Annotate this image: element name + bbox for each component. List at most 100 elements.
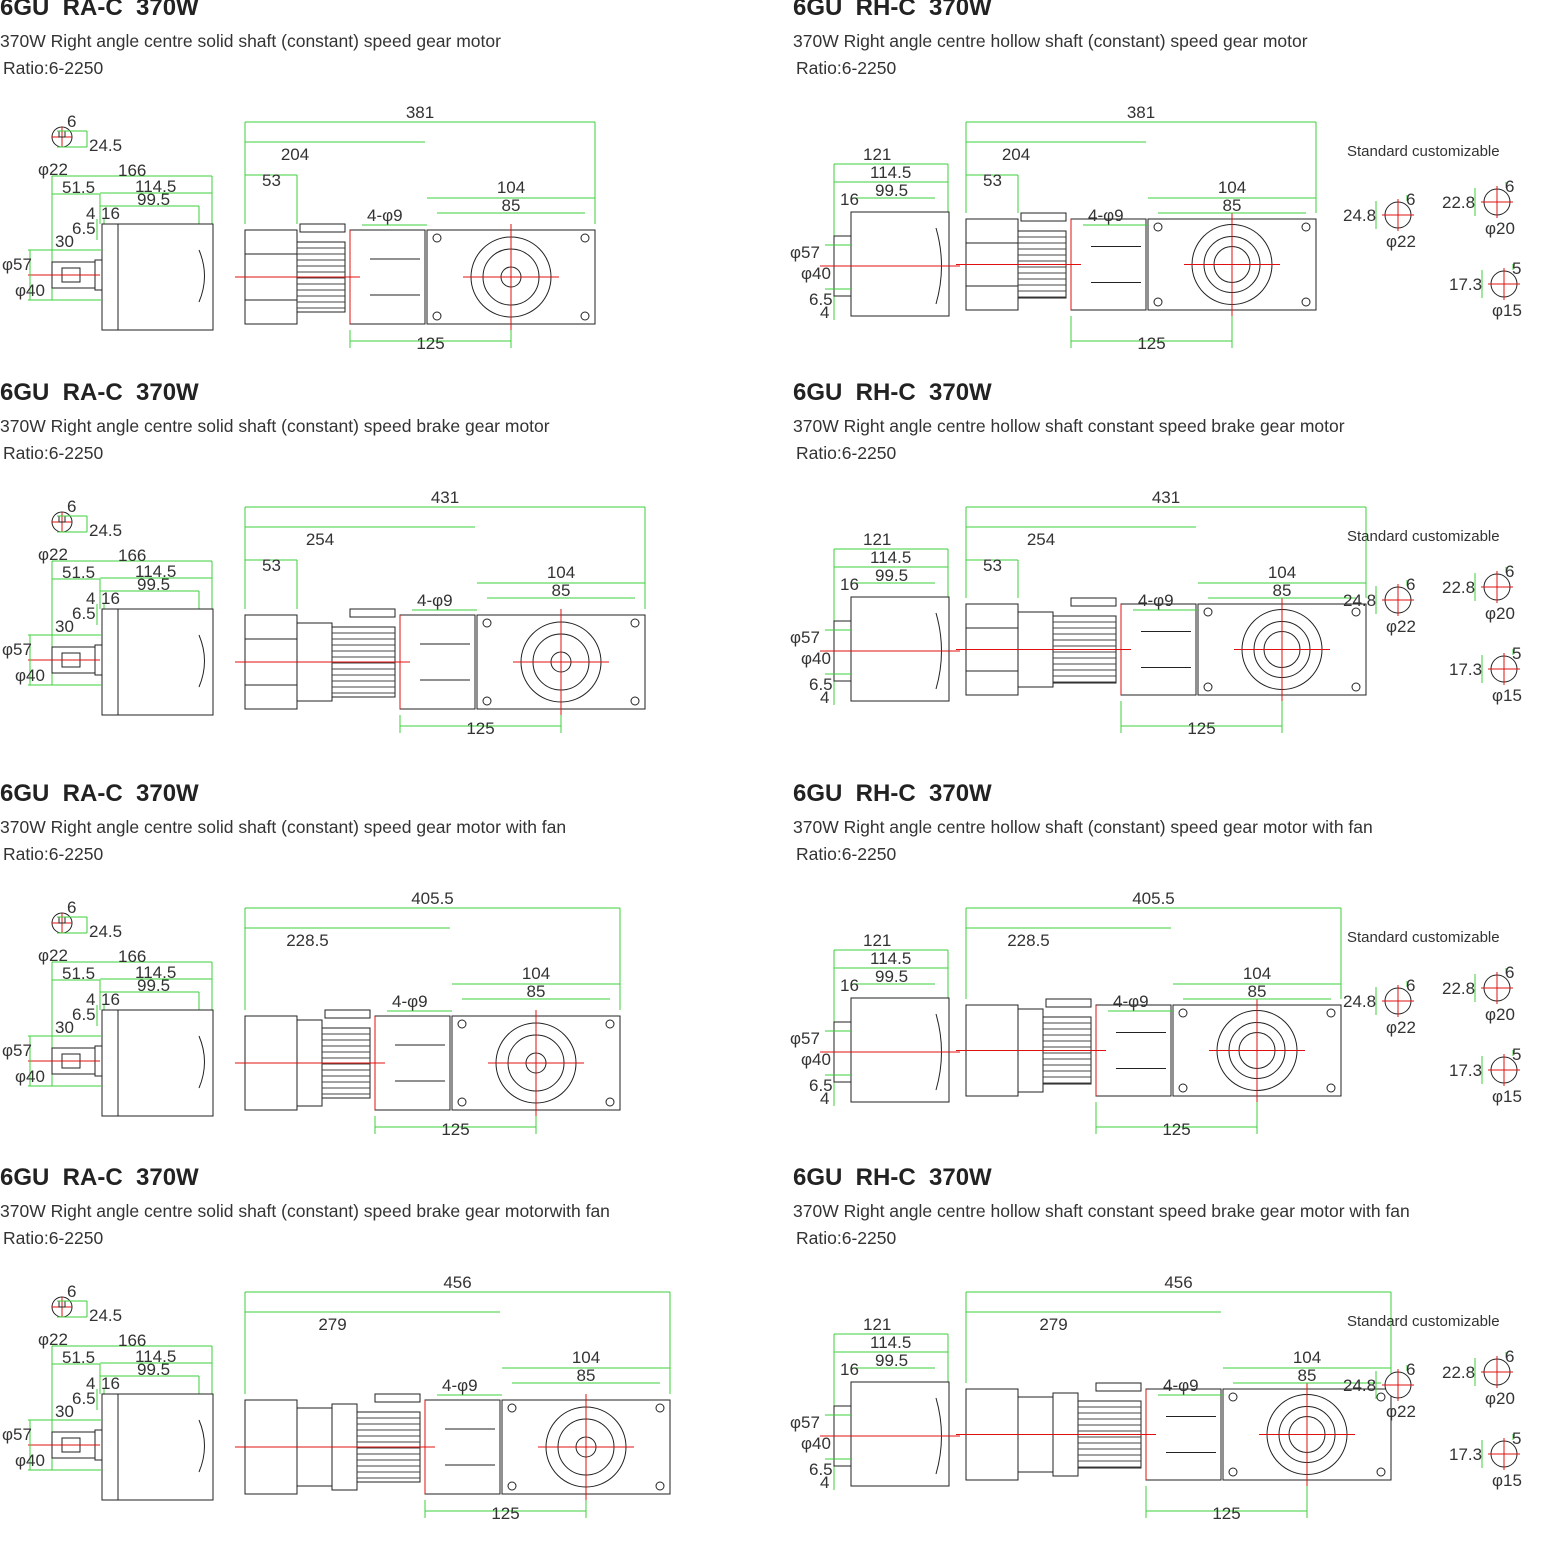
flange-curve [198, 634, 205, 688]
dimension-label: 6.5 [72, 1005, 96, 1024]
dimension-label: 4 [86, 589, 95, 608]
motor-length-label: 279 [318, 1315, 346, 1334]
dimension-label: 99.5 [875, 566, 908, 585]
shaft-diameter-label: φ22 [38, 160, 68, 179]
length-125-label: 125 [441, 1120, 469, 1139]
motor-length-label: 204 [1002, 145, 1030, 164]
standard-bore-diameter-label: φ22 [1386, 1018, 1416, 1037]
custom-bore-15-height-label: 17.3 [1449, 275, 1482, 294]
dimension-label: 51.5 [62, 563, 95, 582]
panel-description: 370W Right angle centre solid shaft (con… [0, 1201, 610, 1221]
custom-bore-20-key-label: 6 [1505, 177, 1514, 196]
mounting-hole [655, 1481, 665, 1491]
gearbox-side-body [850, 596, 950, 702]
panel-ratio: Ratio:6-2250 [3, 58, 104, 78]
custom-bore-15-diameter-label: φ15 [1492, 301, 1522, 320]
mounting-holes-label: 4-φ9 [392, 992, 428, 1011]
total-length-label: 405.5 [411, 889, 454, 908]
gearbox-side-body [850, 1381, 950, 1487]
mounting-hole [1203, 607, 1213, 617]
dimension-label: 114.5 [135, 177, 176, 196]
key-width-label: 6 [67, 112, 76, 131]
dimension-label: 99.5 [875, 181, 908, 200]
dimension-label: φ40 [15, 281, 45, 300]
standard-bore-height-label: 24.8 [1343, 992, 1376, 1011]
mounting-hole [457, 1019, 467, 1029]
dimension-label: 114.5 [870, 548, 911, 567]
panel-title: 6GU RA-C 370W [0, 0, 199, 21]
front-length-label: 53 [983, 556, 1002, 575]
terminal-box [1045, 998, 1092, 1008]
flange-curve [198, 1419, 205, 1473]
width-85-label: 85 [1298, 1366, 1317, 1385]
panel-title: 6GU RA-C 370W [0, 1164, 199, 1191]
mounting-hole [507, 1481, 517, 1491]
mounting-hole [1178, 1083, 1188, 1093]
dimension-label: 16 [840, 976, 859, 995]
options-heading: Standard customizable [1347, 528, 1500, 545]
panel-title: 6GU RH-C 370W [793, 0, 992, 21]
dimension-label: 166 [118, 161, 146, 180]
mounting-hole [1178, 1008, 1188, 1018]
mounting-hole [1376, 1467, 1386, 1477]
total-length-label: 456 [1164, 1273, 1192, 1292]
custom-bore-20-height-label: 22.8 [1442, 979, 1475, 998]
mounting-hole [580, 233, 590, 243]
length-125-label: 125 [466, 719, 494, 738]
gearbox-housing [399, 614, 476, 710]
custom-bore-20-key-label: 6 [1505, 963, 1514, 982]
total-length-label: 405.5 [1132, 889, 1175, 908]
total-length-label: 431 [1152, 488, 1180, 507]
shaft-diameter-label: φ22 [38, 545, 68, 564]
motor-length-label: 228.5 [286, 931, 329, 950]
dimension-label: φ57 [790, 243, 820, 262]
custom-bore-15-key-label: 5 [1512, 1429, 1521, 1448]
terminal-box [349, 608, 396, 618]
dimension-label: 30 [55, 232, 74, 251]
front-length-label: 53 [262, 171, 281, 190]
key-width-label: 6 [67, 898, 76, 917]
dimension-label: φ40 [801, 1434, 831, 1453]
dimension-label: φ57 [2, 255, 32, 274]
width-104-label: 104 [497, 178, 525, 197]
custom-bore-20-diameter-label: φ20 [1485, 1005, 1515, 1024]
dimension-label: 51.5 [62, 964, 95, 983]
dimension-label: 6.5 [72, 604, 96, 623]
dimension-label: φ57 [790, 1029, 820, 1048]
custom-bore-20-diameter-label: φ20 [1485, 604, 1515, 623]
custom-bore-15-height-label: 17.3 [1449, 1445, 1482, 1464]
panel-description: 370W Right angle centre solid shaft (con… [0, 817, 567, 837]
gearbox-housing [1120, 603, 1197, 696]
dimension-label: φ57 [2, 640, 32, 659]
shaft-diameter-label: φ22 [38, 946, 68, 965]
dimension-label: 114.5 [135, 562, 176, 581]
dimension-label: 6.5 [809, 290, 833, 309]
standard-bore-key-label: 6 [1406, 976, 1415, 995]
terminal-box [374, 1393, 421, 1403]
standard-bore-diameter-label: φ22 [1386, 232, 1416, 251]
panel-title: 6GU RH-C 370W [793, 780, 992, 807]
mounting-hole [580, 311, 590, 321]
length-125-label: 125 [416, 334, 444, 353]
standard-bore-height-label: 24.8 [1343, 591, 1376, 610]
panel-description: 370W Right angle centre hollow shaft con… [793, 416, 1345, 436]
dimension-label: 4 [820, 1089, 829, 1108]
width-104-label: 104 [1218, 178, 1246, 197]
custom-bore-20-height-label: 22.8 [1442, 193, 1475, 212]
gearbox-housing [1145, 1388, 1222, 1481]
custom-bore-15-key-label: 5 [1512, 259, 1521, 278]
panel-description: 370W Right angle centre solid shaft (con… [0, 416, 550, 436]
gearbox-housing [374, 1015, 451, 1111]
panel-ratio: Ratio:6-2250 [3, 1228, 104, 1248]
terminal-box [1020, 212, 1067, 222]
dimension-label: 16 [840, 575, 859, 594]
custom-bore-20-key-label: 6 [1505, 1347, 1514, 1366]
